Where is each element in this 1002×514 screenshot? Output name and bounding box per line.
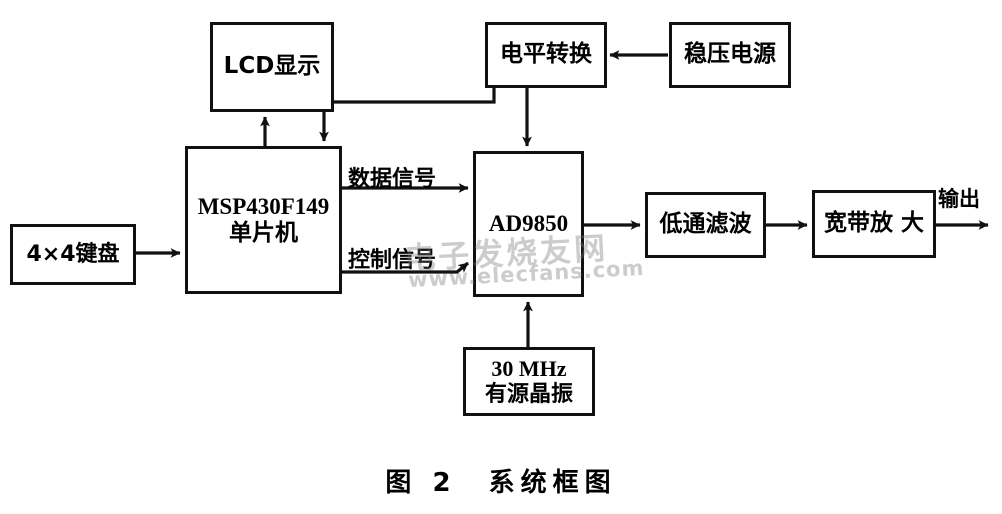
block-wideband-amplifier-label: 宽带放 大 xyxy=(823,210,924,237)
edge-label-output: 输出 xyxy=(938,187,980,211)
edge-label-control-signal: 控制信号 xyxy=(348,248,437,273)
block-keypad[interactable]: 4×4键盘 xyxy=(10,224,136,285)
block-crystal[interactable]: 30 MHz 有源晶振 xyxy=(463,347,595,416)
block-level-shifter[interactable]: 电平转换 xyxy=(485,22,607,88)
block-lcd-label: LCD显示 xyxy=(223,53,321,80)
block-lowpass-filter-label: 低通滤波 xyxy=(659,211,752,238)
block-lcd[interactable]: LCD显示 xyxy=(210,22,334,112)
figure-caption: 图 2 系统框图 xyxy=(385,468,617,498)
block-mcu-label-part: MSP430F149 xyxy=(197,193,330,219)
block-lowpass-filter[interactable]: 低通滤波 xyxy=(645,192,766,258)
edge-label-data-signal: 数据信号 xyxy=(348,167,437,192)
block-mcu[interactable]: MSP430F149 单片机 xyxy=(185,146,342,294)
block-level-shifter-label: 电平转换 xyxy=(500,41,592,68)
block-keypad-label: 4×4键盘 xyxy=(26,241,120,267)
block-dds-label: AD9850 xyxy=(488,211,569,237)
block-mcu-label-chip: 单片机 xyxy=(229,220,298,246)
wire-levelshift-to-mcu xyxy=(319,87,496,142)
block-dds[interactable]: AD9850 xyxy=(473,151,584,297)
block-regulated-supply[interactable]: 稳压电源 xyxy=(669,22,791,88)
block-crystal-label: 有源晶振 xyxy=(484,381,573,407)
block-wideband-amplifier[interactable]: 宽带放 大 xyxy=(812,190,936,258)
block-crystal-frequency: 30 MHz xyxy=(491,355,567,381)
block-regulated-supply-label: 稳压电源 xyxy=(684,41,776,68)
